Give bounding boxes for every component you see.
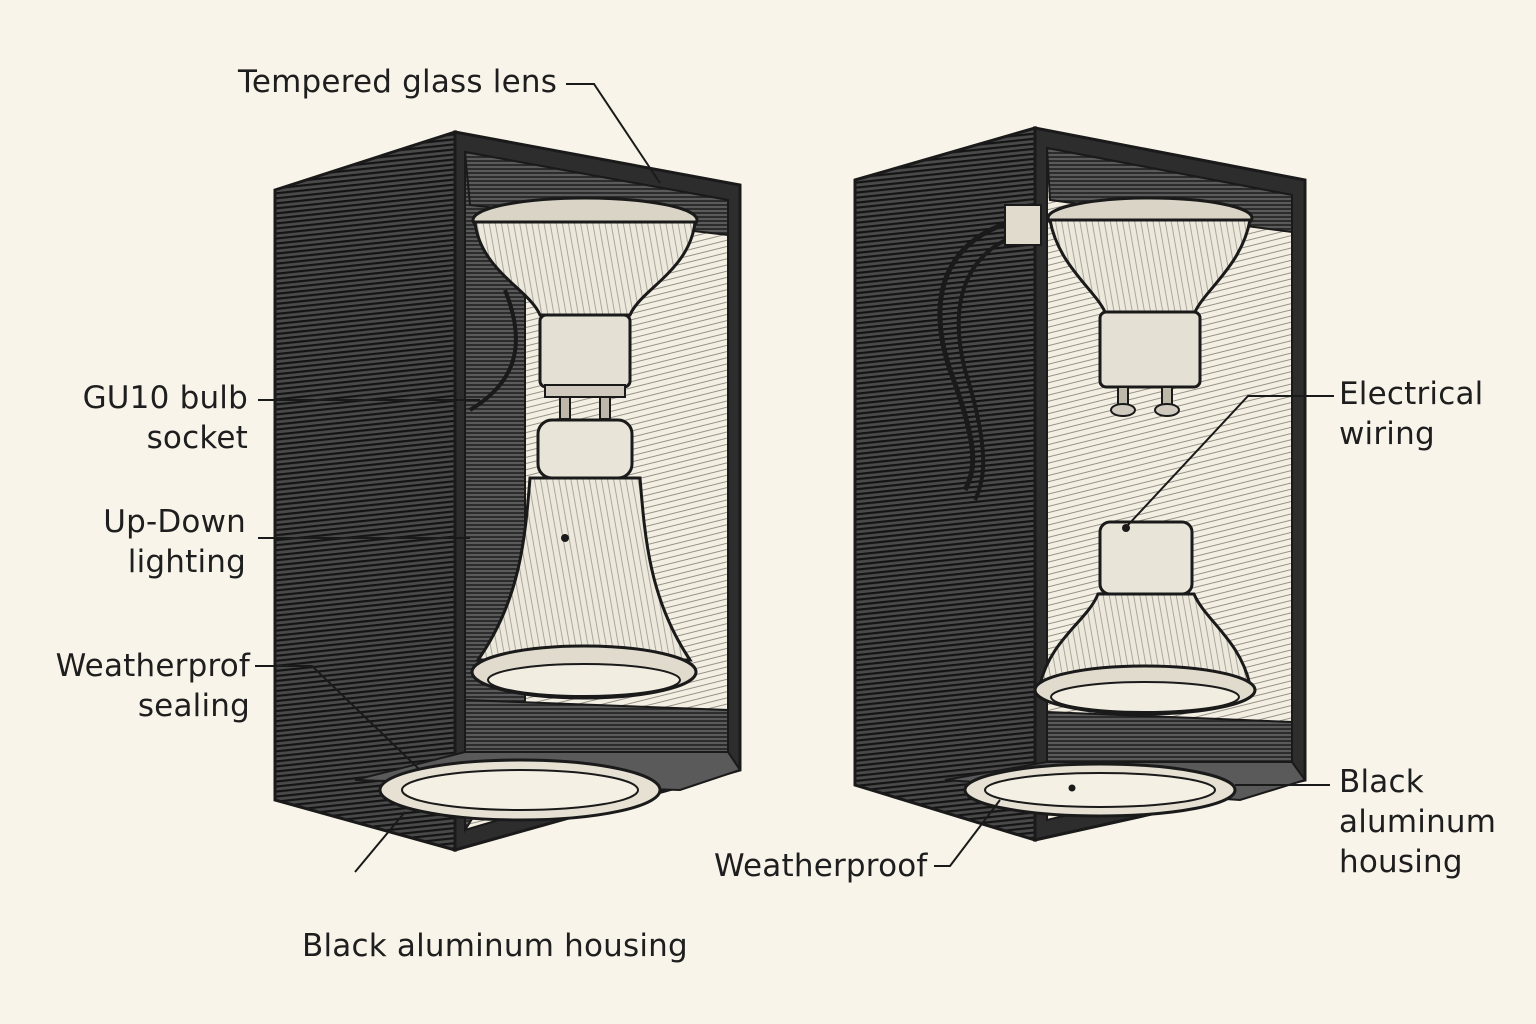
label-tempered-glass-lens: Tempered glass lens [238, 64, 558, 100]
label-black-aluminum-housing-right: Black aluminum housing [1339, 764, 1497, 880]
left-housing-side [273, 129, 457, 852]
leader-black-aluminum-housing-left [354, 811, 406, 873]
label-black-aluminum-housing-left: Black aluminum housing [302, 928, 688, 964]
right-fixture [853, 126, 1307, 843]
label-electrical-wiring: Electrical wiring [1339, 376, 1484, 452]
label-weatherproof-sealing: Weatherprof sealing [55, 648, 250, 724]
leader-weatherproof [934, 799, 1001, 867]
left-fixture [273, 129, 742, 852]
leader-electrical-wiring [1127, 395, 1334, 526]
leader-tempered-glass-lens [566, 83, 661, 184]
leader-weatherproof-sealing [255, 665, 421, 771]
label-weatherproof: Weatherproof [714, 848, 928, 884]
leader-lines [255, 83, 1334, 873]
label-up-down-lighting: Up-Down lighting [103, 504, 246, 580]
label-gu10-bulb-socket: GU10 bulb socket [82, 380, 248, 456]
